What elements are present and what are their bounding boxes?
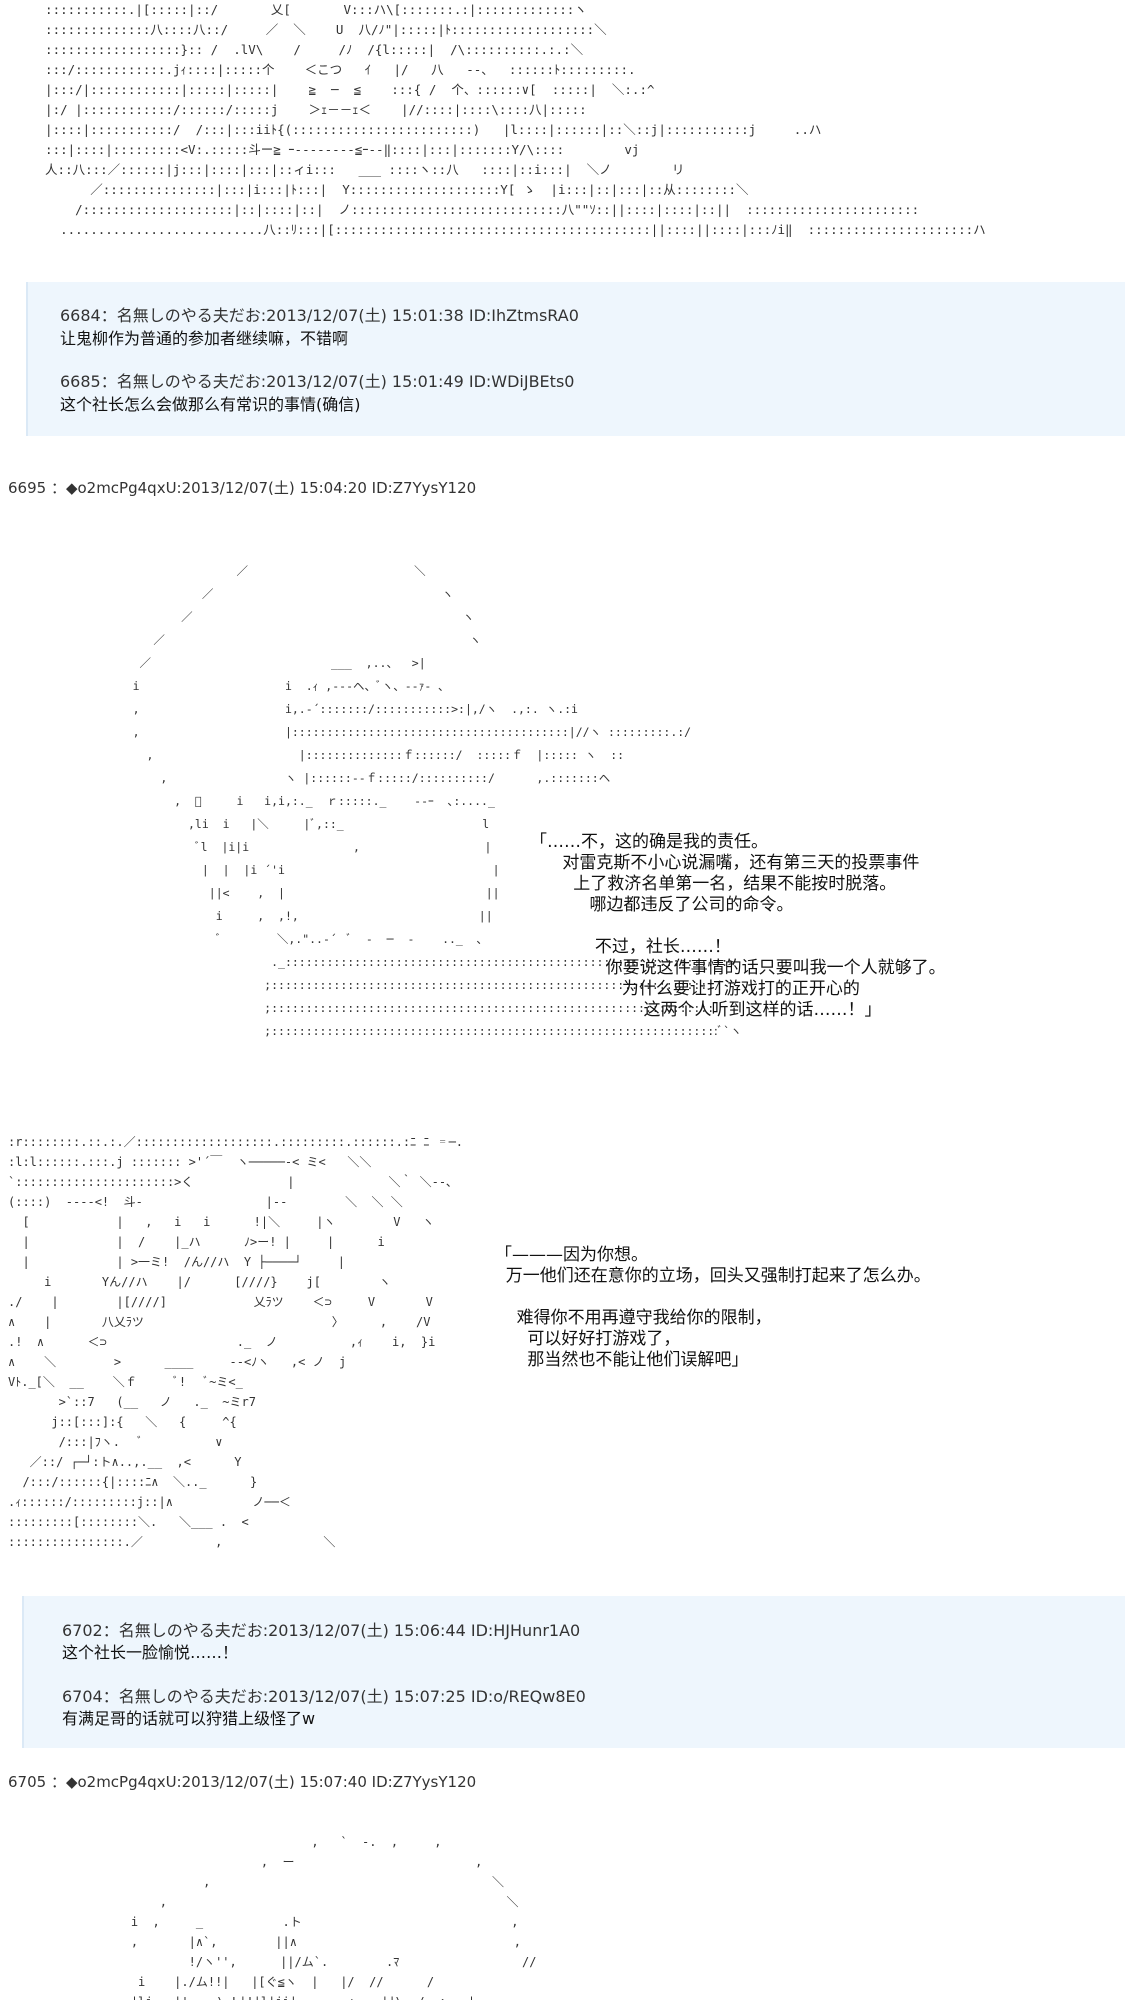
reply-header: 6685：名無しのやる夫だお:2013/12/07(土) 15:01:49 ID… <box>60 372 575 391</box>
post-header-2: 6705 ：◆o2mcPg4qxU:2013/12/07(土) 15:07:40… <box>8 1773 477 1791</box>
dialog-text-2: 「———因为你想。 万一他们还在意你的立场，回头又强制打起来了怎么办。 难得你不… <box>495 1245 931 1370</box>
reply-body: 这个社长一脸愉悦……！ <box>62 1643 239 1662</box>
reply-body: 让鬼柳作为普通的参加者继续嘛，不错啊 <box>60 329 349 348</box>
reply-header: 6684：名無しのやる夫だお:2013/12/07(土) 15:01:38 ID… <box>60 306 579 325</box>
quoted-replies-box: 6684：名無しのやる夫だお:2013/12/07(土) 15:01:38 ID… <box>26 282 1125 436</box>
ascii-art-character-2: :r::::::::.::.:.／:::::::::::::::::::.:::… <box>8 1135 464 1549</box>
quoted-replies-box-2: 6702：名無しのやる夫だお:2013/12/07(土) 15:06:44 ID… <box>22 1596 1125 1748</box>
post-header: 6695 ：◆o2mcPg4qxU:2013/12/07(土) 15:04:20… <box>8 479 477 497</box>
ascii-art-bottom: , ` -. , , , ー , , ＼ , <box>130 1835 537 2000</box>
reply-header: 6704：名無しのやる夫だお:2013/12/07(土) 15:07:25 ID… <box>62 1687 586 1706</box>
dialog-text: 「……不，这的确是我的责任。 对雷克斯不小心说漏嘴，还有第三天的投票事件 上了救… <box>530 832 946 1020</box>
reply-body: 这个社长怎么会做那么有常识的事情(确信) <box>60 395 361 414</box>
ascii-art-character: ／ ＼ ／ ヽ ／ ヽ ／ <box>132 564 742 1038</box>
reply-body: 有满足哥的话就可以狩猎上级怪了w <box>62 1709 316 1728</box>
ascii-art-top: :::::::::::.|[:::::|::/ 乂[ V:::ハ\[::::::… <box>45 2 986 237</box>
reply-header: 6702：名無しのやる夫だお:2013/12/07(土) 15:06:44 ID… <box>62 1621 581 1640</box>
